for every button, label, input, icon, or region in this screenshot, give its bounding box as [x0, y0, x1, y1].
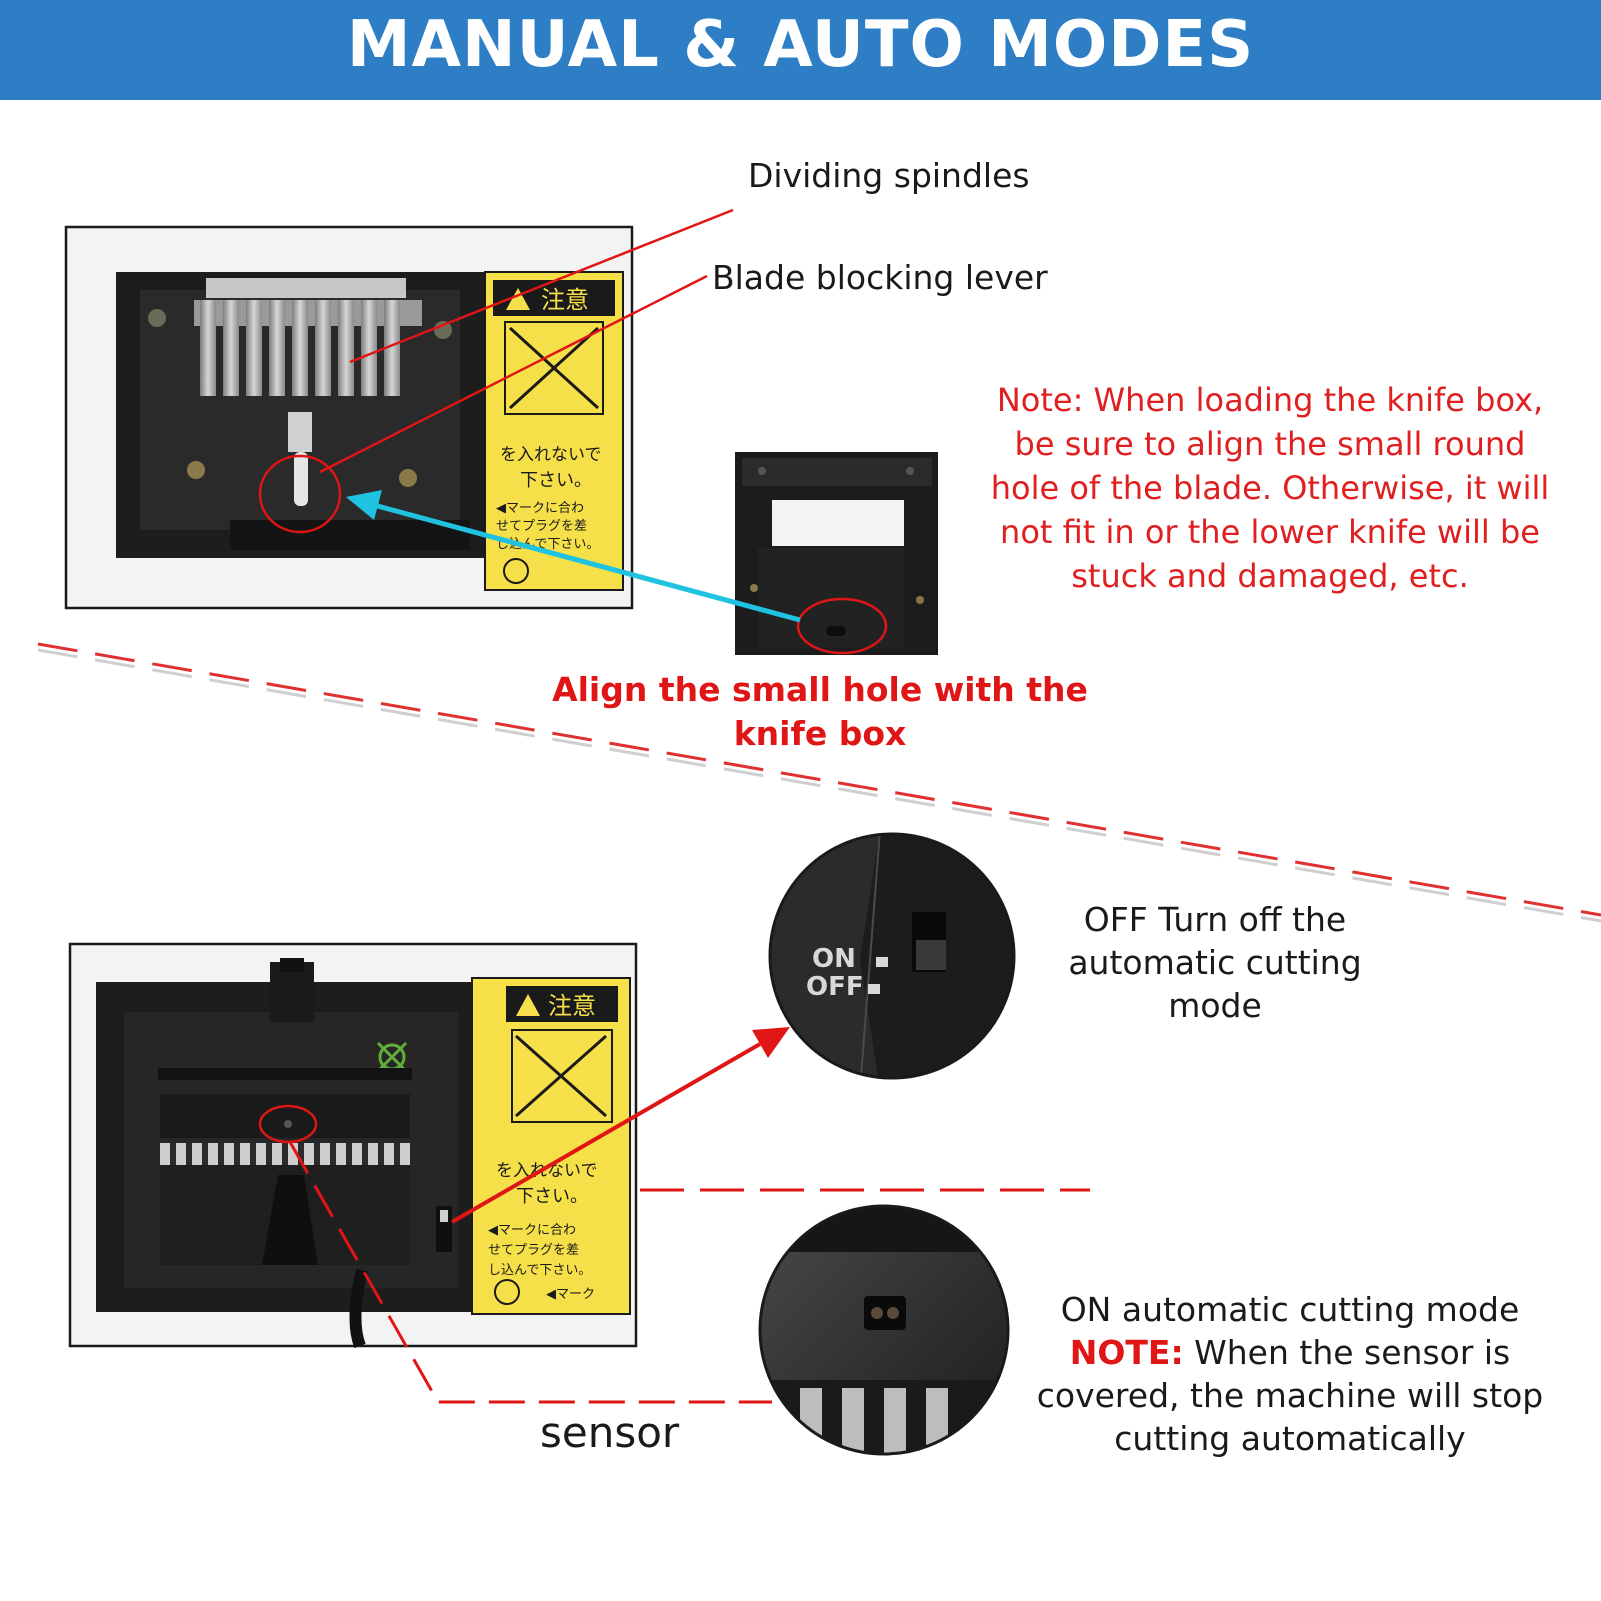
sticker-line5: し込んで下さい。 [496, 537, 599, 552]
sensor-highlight-circle [258, 1104, 318, 1144]
sticker-line4: せてプラグを差 [496, 519, 587, 534]
align-instruction: Align the small hole with the knife box [552, 670, 1088, 753]
sticker-line1: を入れないで [500, 445, 602, 465]
page-title: MANUAL & AUTO MODES [346, 8, 1255, 82]
blade-blocking-lever [288, 412, 312, 506]
dividing-spindles-leader [349, 208, 734, 364]
bottom-warning-sticker: 注意 を入れないで 下さい。 ◀マークに合わ せてプラグを差 し込んで下さい。 … [471, 977, 631, 1315]
blade-lever-leader [319, 274, 708, 474]
sticker-line3: ◀マークに合わ [496, 501, 584, 516]
top-warning-sticker: 注意 を入れないで 下さい。 ◀マークに合わ せてプラグを差 し込んで下さい。 [484, 271, 624, 591]
sensor-label: sensor [540, 1408, 680, 1457]
knife-loading-note: Note: When loading the knife box, be sur… [990, 381, 1550, 595]
sensor-dot [284, 1120, 292, 1128]
dividing-spindles [194, 278, 422, 396]
sticker2-line1: を入れないで [496, 1161, 598, 1181]
sticker2-line4: せてプラグを差 [488, 1243, 579, 1258]
note-text: When the sensor is covered, the machine … [1036, 1333, 1544, 1458]
knife-box-hole-circle [796, 597, 888, 655]
off-mode-description: OFF Turn off the automatic cutting mode [1068, 900, 1362, 1025]
sticker2-line6: ◀マーク [546, 1287, 595, 1302]
sensor-leader [288, 1141, 772, 1404]
on-mode-description: ON automatic cutting mode NOTE: When the… [1000, 1288, 1580, 1460]
switch-zoom-arrow [450, 1027, 790, 1224]
on-mode-title: ON automatic cutting mode [1060, 1290, 1520, 1329]
sticker2-line3: ◀マークに合わ [488, 1223, 576, 1238]
on-mode-note: NOTE: When the sensor is covered, the ma… [1000, 1331, 1580, 1460]
sticker2-line2: 下さい。 [516, 1186, 588, 1207]
knife-box-photo [735, 452, 938, 655]
sticker2-line5: し込んで下さい。 [488, 1263, 591, 1278]
section-divider-shadow [37, 648, 1601, 923]
sticker2-heading: 注意 [548, 992, 596, 1020]
sticker-line2: 下さい。 [520, 470, 592, 491]
alignment-arrow [346, 490, 801, 623]
label-dividing-spindles: Dividing spindles [748, 156, 1030, 195]
lever-highlight-circle [258, 454, 342, 534]
note-keyword: NOTE: [1069, 1333, 1184, 1372]
header-banner: MANUAL & AUTO MODES [0, 0, 1601, 100]
off-switch-zoom: ON OFF [768, 832, 1016, 1080]
switch-on-label: ON [812, 944, 856, 974]
sticker-heading: 注意 [541, 286, 589, 314]
section-divider [37, 642, 1601, 917]
label-blade-blocking-lever: Blade blocking lever [712, 258, 1048, 297]
switch-off-label: OFF [806, 972, 864, 1002]
sensor-zoom [758, 1204, 1010, 1456]
